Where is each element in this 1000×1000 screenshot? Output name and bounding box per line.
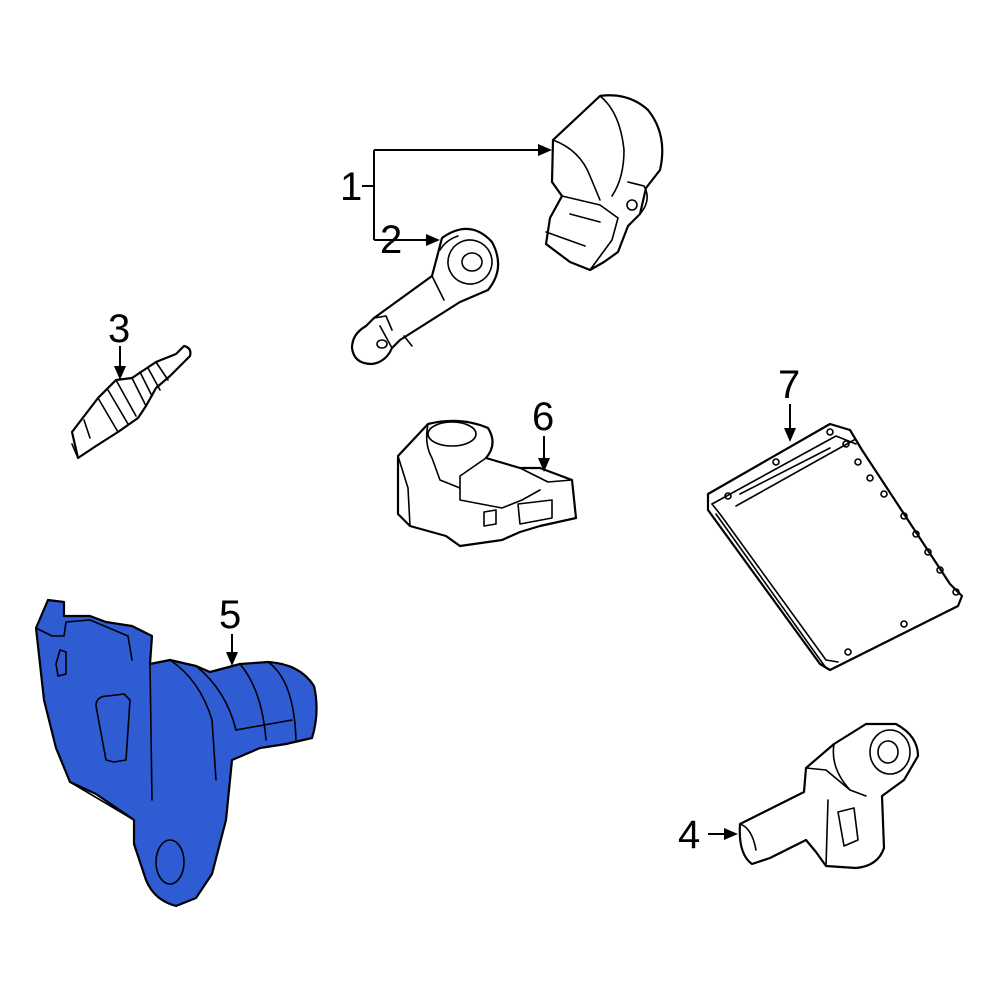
callout-7-label[interactable]: 7: [778, 363, 800, 407]
callout-2-label[interactable]: 2: [380, 218, 402, 262]
callout-6-label[interactable]: 6: [532, 395, 554, 439]
part-3-spark-plug[interactable]: [70, 344, 192, 460]
callout-6-leader: [538, 436, 550, 472]
part-1-ignition-coil[interactable]: [544, 94, 664, 272]
part-4-crank-sensor[interactable]: [738, 722, 920, 870]
part-7-control-module[interactable]: [706, 422, 964, 672]
callout-5-leader: [226, 634, 238, 666]
callout-5-label[interactable]: 5: [219, 593, 241, 637]
callout-3-leader: [114, 346, 126, 380]
callout-4-label[interactable]: 4: [678, 813, 700, 857]
callout-1-leader: [362, 144, 552, 241]
callout-7-leader: [784, 404, 796, 442]
part-2-coil-boot[interactable]: [350, 227, 500, 366]
callout-3-label[interactable]: 3: [108, 307, 130, 351]
part-6-knock-sensor[interactable]: [396, 419, 578, 548]
callout-2-leader: [426, 234, 440, 246]
part-5-cam-sensor-highlighted[interactable]: [34, 598, 318, 908]
callout-4-leader: [708, 828, 738, 840]
callout-1-label[interactable]: 1: [340, 165, 362, 209]
